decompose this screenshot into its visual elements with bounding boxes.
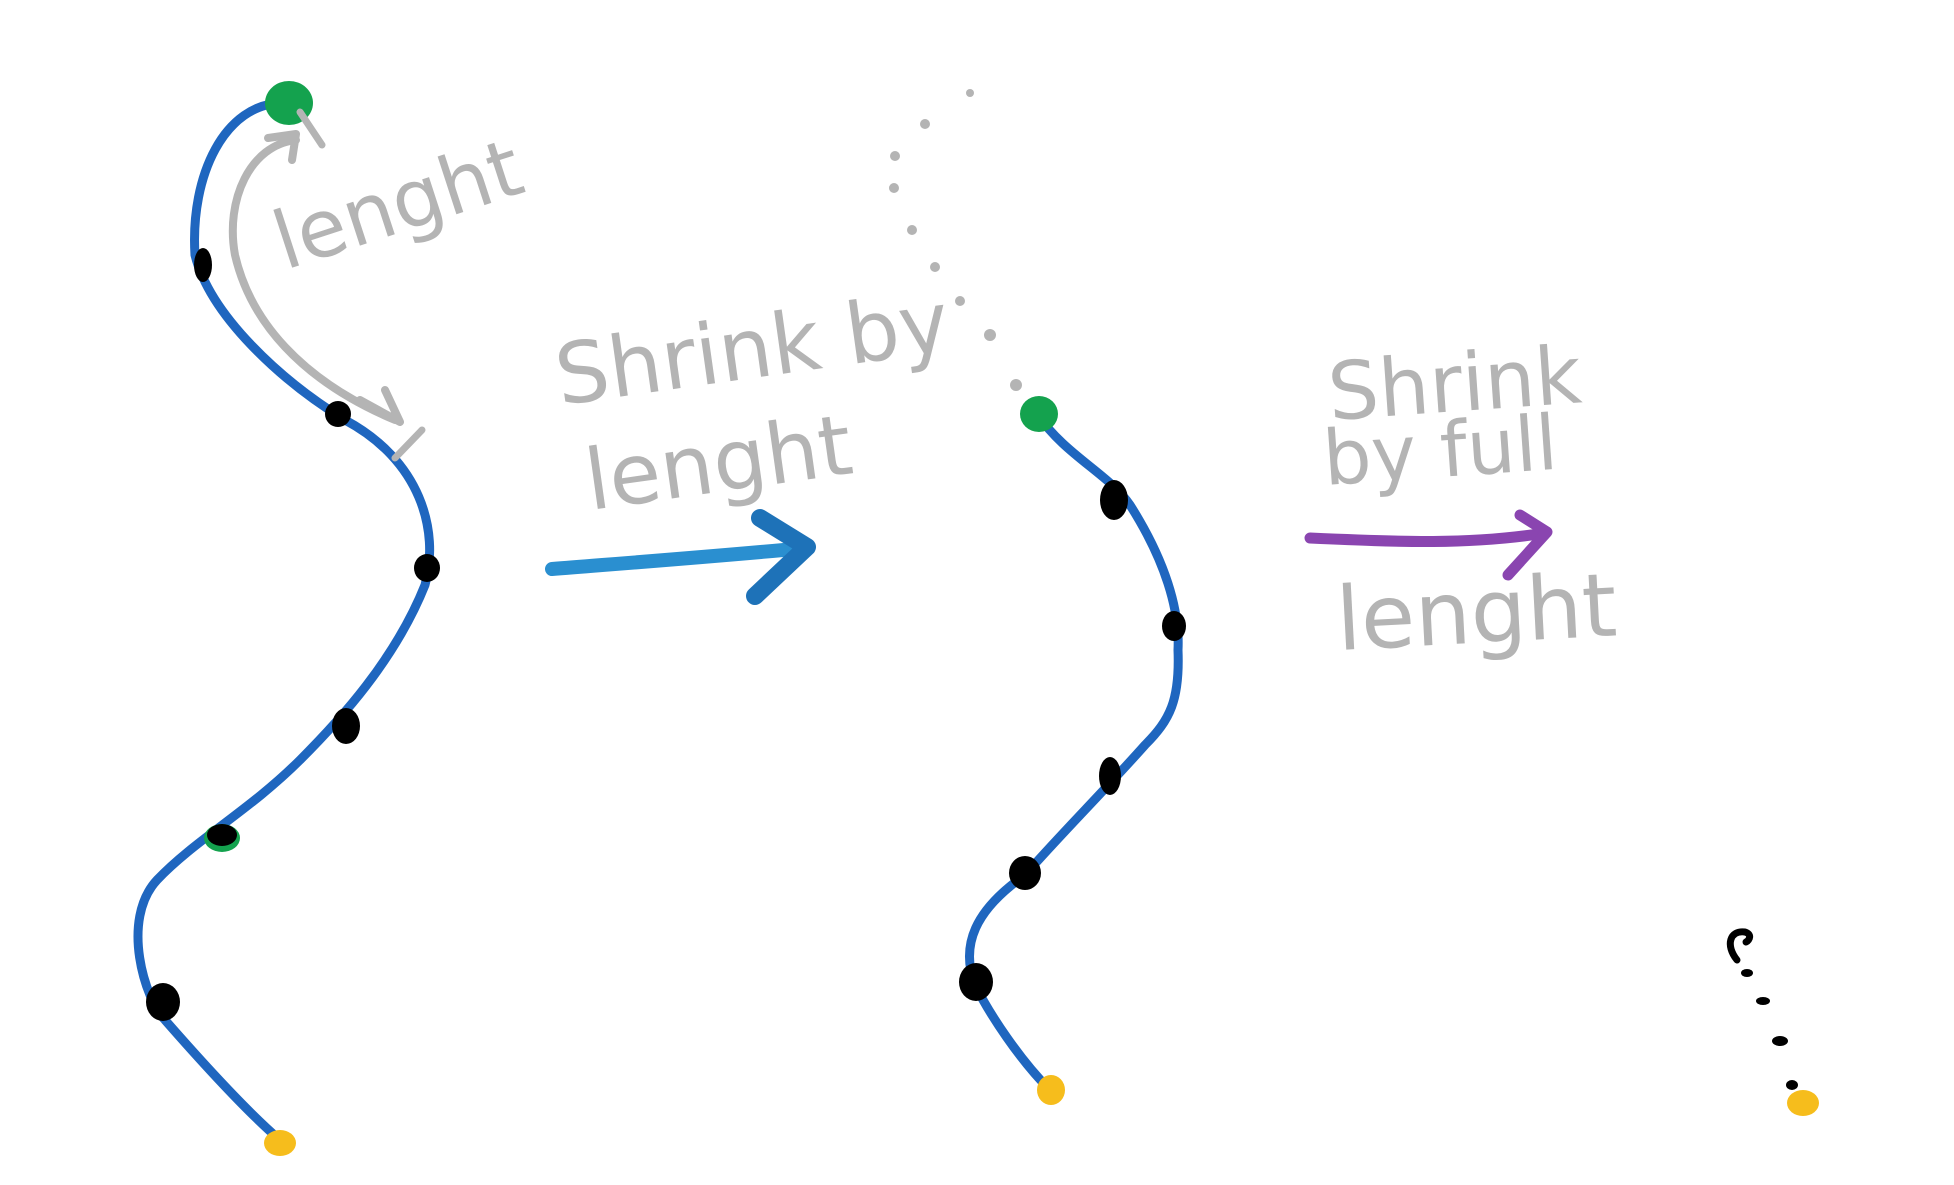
removed-trail-ghost (889, 89, 1022, 391)
shrink-by-length-step: Shrink by lenght (545, 273, 955, 605)
segment-point (1741, 969, 1753, 977)
segment-point (1100, 480, 1128, 520)
segment-point (1162, 611, 1186, 641)
segment-point (332, 708, 360, 744)
shrink-by-full-length-arrow-head (1502, 509, 1553, 581)
step2-label-line2: by full (1320, 398, 1560, 503)
step2-label-bottom: lenght (1334, 553, 1620, 671)
segment-point (1786, 1080, 1798, 1090)
length-label: lenght (262, 121, 533, 288)
length-arrow-head-top (264, 130, 300, 164)
length-arrow (228, 136, 399, 424)
segment-point (414, 554, 440, 582)
length-tick-bottom (391, 426, 426, 462)
length-arrow-head-bottom (356, 386, 404, 426)
segment-point (207, 824, 237, 846)
segment-point (959, 963, 993, 1001)
fully-shrunk-trail-group (1726, 928, 1819, 1116)
start-point (1020, 396, 1058, 432)
segment-point (1756, 997, 1770, 1005)
end-point (264, 1130, 296, 1156)
segment-point (146, 983, 180, 1021)
shrunk-trail-curve (964, 410, 1183, 1095)
shrink-by-length-arrow (545, 541, 812, 576)
shrink-by-full-length-arrow (1304, 527, 1551, 548)
shrink-by-full-length-step: Shrink by full lenght (1304, 328, 1620, 671)
end-point (1037, 1075, 1065, 1105)
full-trail-group: lenght (133, 81, 533, 1156)
segment-point (1009, 856, 1041, 890)
segment-point (1772, 1036, 1788, 1046)
shrunk-trail-group (889, 89, 1186, 1105)
length-tick-top (296, 108, 326, 149)
shrink-by-length-arrow-head (746, 509, 816, 605)
end-point (1787, 1090, 1819, 1116)
step2-label-line1: Shrink (1325, 328, 1585, 439)
step1-label-top: Shrink by (549, 273, 955, 425)
segment-point (194, 248, 212, 282)
segment-point (1099, 757, 1121, 795)
segment-point (325, 401, 351, 427)
collapsed-segment-marker (1726, 928, 1754, 964)
